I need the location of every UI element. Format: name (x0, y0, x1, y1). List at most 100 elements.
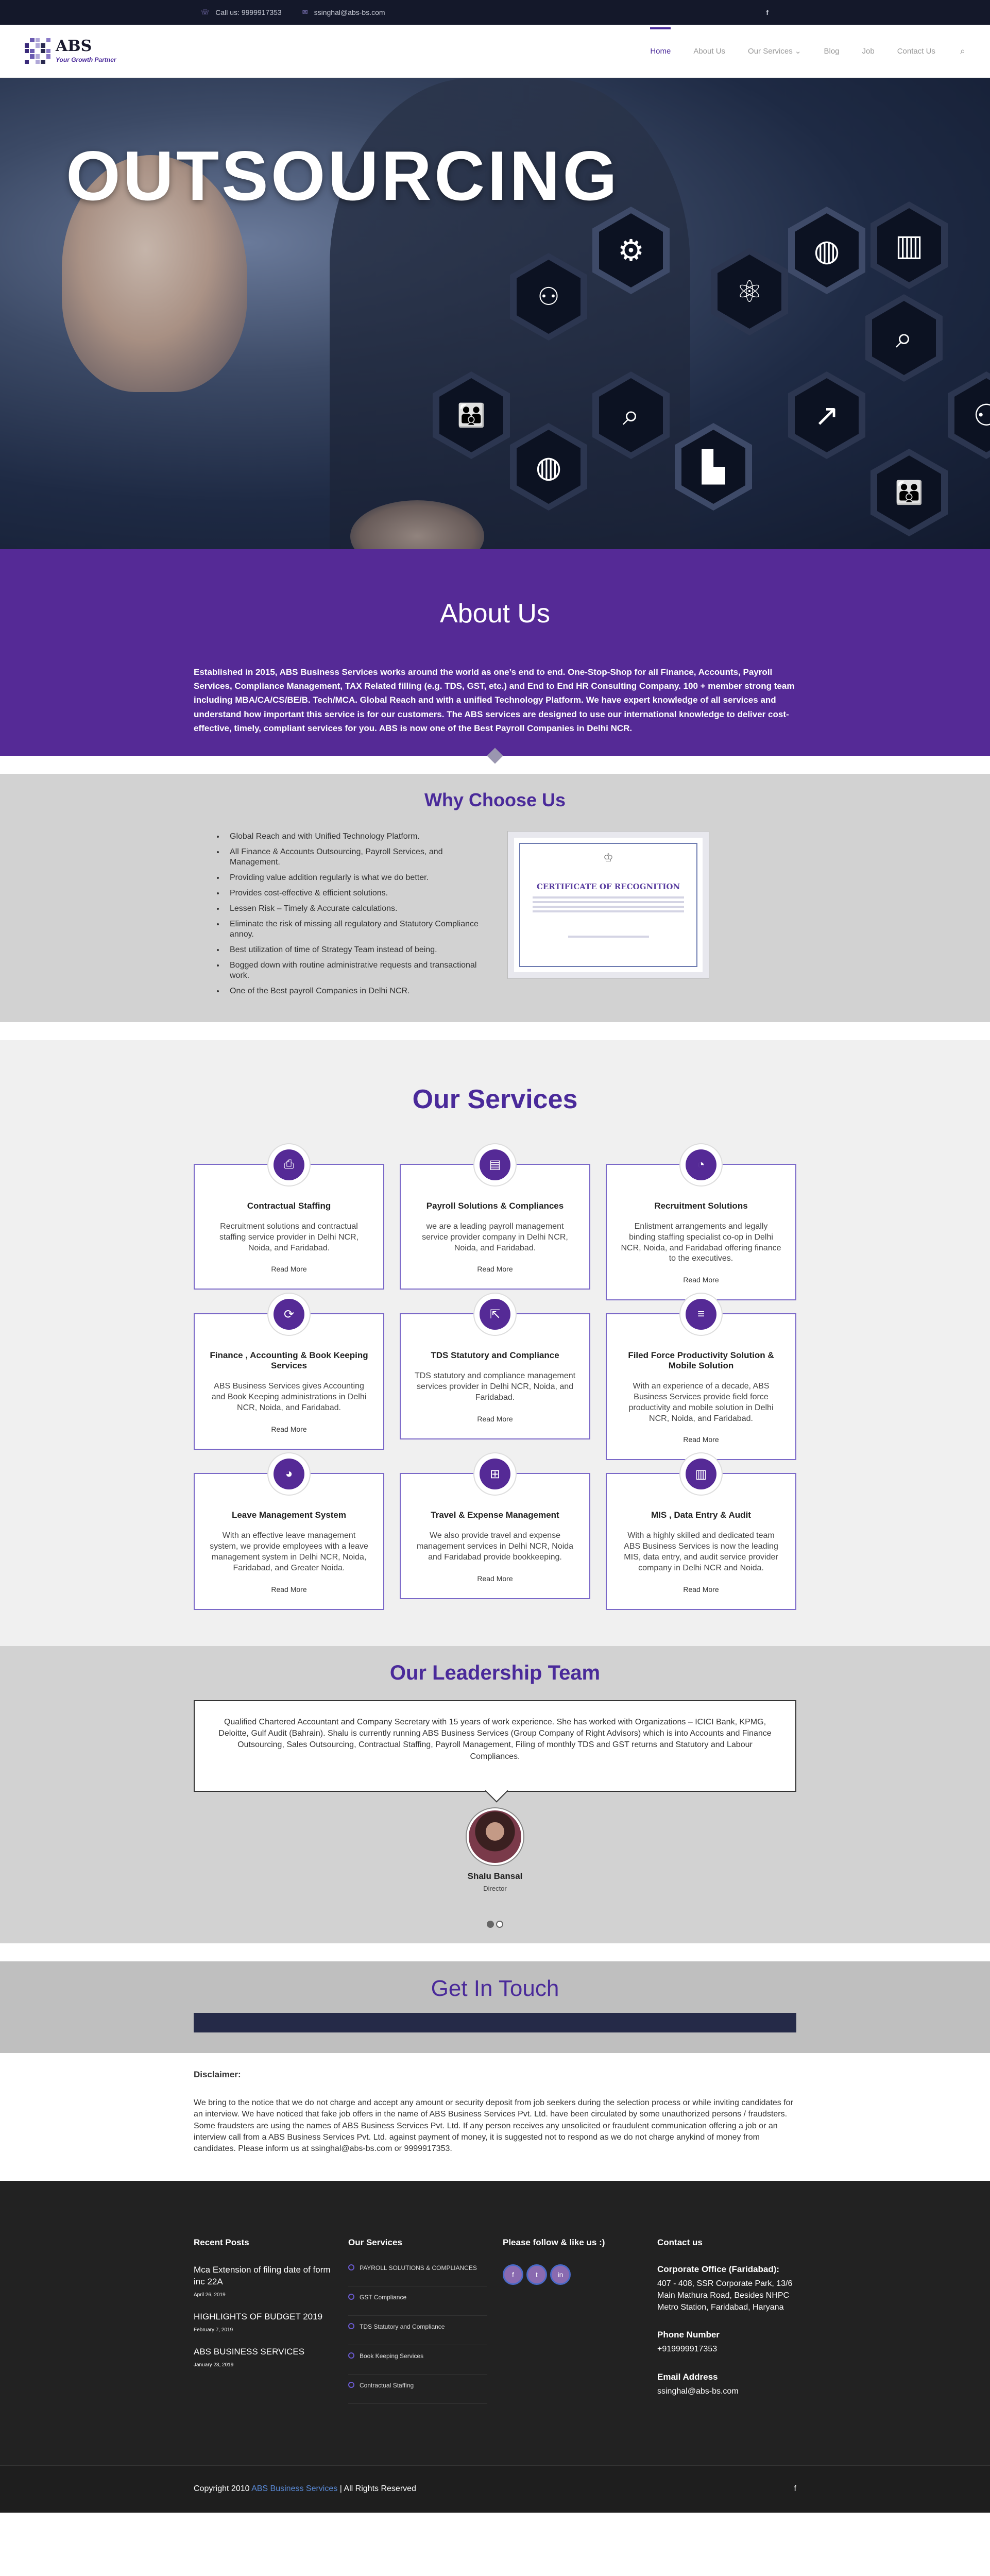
site-footer: Recent Posts Mca Extension of filing dat… (0, 2180, 990, 2465)
recent-posts-title: Recent Posts (194, 2237, 249, 2247)
service-text: we are a leading payroll management serv… (422, 1222, 568, 1252)
email-label: Email Address (657, 2371, 718, 2382)
carousel-dot[interactable] (487, 1921, 494, 1928)
logo[interactable]: ABS Your Growth Partner (25, 38, 116, 64)
service-text: We also provide travel and expense manag… (416, 1531, 574, 1562)
read-more-link[interactable]: Read More (683, 1435, 719, 1444)
facebook-icon[interactable]: f (503, 2264, 523, 2285)
chevron-down-icon: ⌄ (794, 47, 801, 56)
service-badge: ◕ (267, 1452, 311, 1496)
copyright-suffix: | All Rights Reserved (339, 2484, 416, 2494)
read-more-link[interactable]: Read More (477, 1414, 513, 1423)
footer-service-link[interactable]: GST Compliance (348, 2293, 487, 2316)
service-badge: ▤ (473, 1143, 517, 1187)
leader-name: Shalu Bansal (467, 1871, 523, 1882)
service-title: Contractual Staffing (247, 1200, 331, 1211)
envelope-icon: ✉ (302, 8, 308, 16)
read-more-link[interactable]: Read More (271, 1425, 307, 1433)
hero-banner: OUTSOURCING ⚙ ⚇ ⚛ ◍ ▥ ⌕ ↗ 👪 ⌕ ◍ ▙ 👪 ⚇ (0, 78, 990, 549)
read-more-link[interactable]: Read More (271, 1265, 307, 1274)
why-choose-section: Why Choose Us Global Reach and with Unif… (0, 773, 990, 1022)
post-item[interactable]: Mca Extension of filing date of form inc… (194, 2264, 333, 2298)
read-more-link[interactable]: Read More (271, 1585, 307, 1594)
footer-service-link[interactable]: PAYROLL SOLUTIONS & COMPLIANCES (348, 2264, 487, 2286)
facebook-icon[interactable]: f (766, 8, 769, 16)
phone-value[interactable]: +919999917353 (657, 2345, 718, 2354)
nav-services[interactable]: Our Services ⌄ (748, 27, 801, 75)
certificate-title: CERTIFICATE OF RECOGNITION (536, 882, 680, 891)
contact-us: Contact us Corporate Office (Faridabad):… (657, 2238, 796, 2414)
print-icon: ⎙ (274, 1149, 304, 1180)
follow-title: Please follow & like us :) (503, 2237, 605, 2247)
service-title: Recruitment Solutions (654, 1200, 748, 1211)
footer-service-link[interactable]: TDS Statutory and Compliance (348, 2323, 487, 2345)
services-title: Our Services (412, 1084, 578, 1114)
search-icon[interactable]: ⌕ (960, 45, 965, 56)
pie-chart-icon: ◔ (686, 1149, 716, 1180)
section-divider (487, 748, 503, 764)
logo-mark (25, 38, 50, 64)
service-text: TDS statutory and compliance management … (414, 1371, 576, 1402)
testimonial-quote: Qualified Chartered Accountant and Compa… (194, 1700, 796, 1792)
why-item: Lessen Risk – Timely & Accurate calculat… (225, 904, 482, 914)
service-title: TDS Statutory and Compliance (431, 1350, 559, 1361)
post-title[interactable]: HIGHLIGHTS OF BUDGET 2019 (194, 2311, 323, 2321)
pie-chart-icon: ◕ (274, 1459, 304, 1490)
about-title: About Us (440, 599, 550, 629)
service-card[interactable]: ⟳Finance , Accounting & Book Keeping Ser… (194, 1293, 384, 1450)
brand-link[interactable]: ABS Business Services (251, 2484, 338, 2494)
service-title: Finance , Accounting & Book Keeping Serv… (210, 1350, 368, 1371)
phone-contact[interactable]: ☏ Call us: 9999917353 (201, 8, 282, 16)
contact-form-bar[interactable] (194, 2013, 796, 2033)
nav-contact[interactable]: Contact Us (897, 46, 935, 56)
nav-blog[interactable]: Blog (824, 46, 840, 56)
disclaimer-section: Disclaimer: We bring to the notice that … (194, 2053, 796, 2181)
carousel-dots (0, 1921, 990, 1928)
facebook-icon[interactable]: f (794, 2484, 796, 2494)
service-card[interactable]: ≡Filed Force Productivity Solution & Mob… (606, 1293, 796, 1461)
copyright-bar: Copyright 2010 ABS Business Services | A… (0, 2465, 990, 2513)
post-title[interactable]: Mca Extension of filing date of form inc… (194, 2264, 331, 2286)
carousel-dot[interactable] (496, 1921, 503, 1928)
read-more-link[interactable]: Read More (683, 1276, 719, 1284)
linkedin-icon[interactable]: in (550, 2264, 571, 2285)
post-item[interactable]: ABS BUSINESS SERVICES January 23, 2019 (194, 2346, 333, 2368)
service-badge: ≡ (679, 1293, 723, 1336)
phone-text: Call us: 9999917353 (215, 8, 282, 16)
service-text: With an effective leave management syste… (210, 1531, 368, 1572)
read-more-link[interactable]: Read More (683, 1585, 719, 1594)
site-header: ABS Your Growth Partner Home About Us Ou… (0, 25, 990, 78)
footer-service-link[interactable]: Contractual Staffing (348, 2381, 487, 2404)
read-more-link[interactable]: Read More (477, 1265, 513, 1274)
why-item: Best utilization of time of Strategy Tea… (225, 945, 482, 955)
hero-hand (62, 155, 247, 392)
service-badge: ▥ (679, 1452, 723, 1496)
footer-services-title: Our Services (348, 2237, 402, 2247)
email-value[interactable]: ssinghal@abs-bs.com (657, 2386, 739, 2396)
hub-icon: ⚛ (711, 248, 788, 335)
nav-about[interactable]: About Us (693, 46, 726, 56)
leader-role: Director (483, 1885, 507, 1893)
post-date: January 23, 2019 (194, 2362, 234, 2368)
service-text: With a highly skilled and dedicated team… (624, 1531, 778, 1572)
service-text: Enlistment arrangements and legally bind… (621, 1222, 781, 1263)
footer-service-link[interactable]: Book Keeping Services (348, 2352, 487, 2375)
twitter-icon[interactable]: t (526, 2264, 547, 2285)
phone-icon: ☏ (201, 8, 210, 16)
why-item: All Finance & Accounts Outsourcing, Payr… (225, 847, 482, 868)
nav-services-label: Our Services (748, 47, 793, 56)
nav-job[interactable]: Job (862, 46, 875, 56)
post-title[interactable]: ABS BUSINESS SERVICES (194, 2346, 305, 2357)
read-more-link[interactable]: Read More (477, 1574, 513, 1583)
nav-home[interactable]: Home (650, 27, 671, 75)
email-contact[interactable]: ✉ ssinghal@abs-bs.com (302, 8, 385, 16)
why-list: Global Reach and with Unified Technology… (194, 832, 482, 1002)
